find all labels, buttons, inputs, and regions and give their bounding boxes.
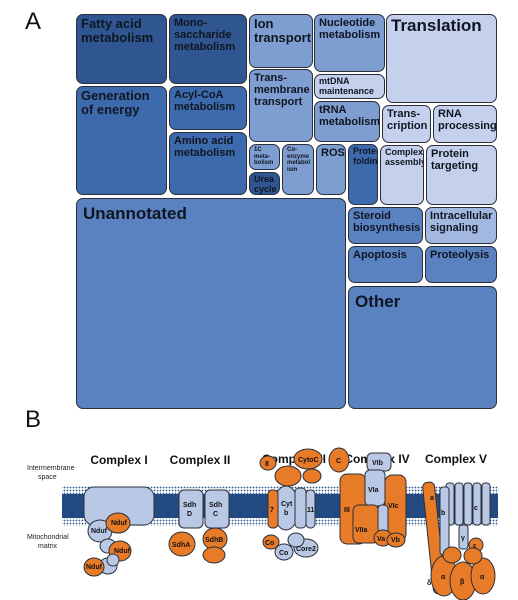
complex-iii <box>259 448 323 561</box>
cell-apoptosis: Apoptosis <box>348 246 423 283</box>
label-c5-alpha-2: α <box>480 574 485 581</box>
label-c5-alpha-1: α <box>441 574 446 581</box>
label-c4-va: Va <box>377 536 385 543</box>
cell-1c-metabolism: 1C meta-bolism <box>249 144 280 170</box>
intermembrane-label-line2: space <box>38 474 57 481</box>
label-c3-co-1: Co <box>265 540 274 547</box>
label-c4-vic: VIc <box>388 503 399 510</box>
complex-i-title: Complex I <box>90 453 147 467</box>
label-c3-11: 11 <box>307 507 315 514</box>
cell-monosaccharide-metabolism: Mono-saccharide metabolism <box>169 14 247 84</box>
label-c5-a: a <box>430 495 434 502</box>
label-c4-c: C <box>336 458 341 465</box>
cell-steroid-biosynthesis: Steroid biosynthesis <box>348 207 423 244</box>
label-c3-7: 7 <box>270 507 274 514</box>
label-c5-epsilon: ε <box>473 543 477 550</box>
label-c4-iii: III <box>344 507 350 514</box>
complex-v-title: Complex V <box>425 452 487 466</box>
cell-ros: ROS <box>316 144 346 195</box>
label-c3-b: b <box>284 510 288 517</box>
cell-protein-folding: Protein folding <box>348 144 378 205</box>
panel-b-letter: B <box>25 406 42 433</box>
cell-fatty-acid-metabolism: Fatty acid metabolism <box>76 14 167 84</box>
complex-i <box>83 486 155 577</box>
complex-ii <box>168 489 230 564</box>
intermembrane-label-line1: Intermembrane <box>27 465 75 472</box>
label-c1-nduf-2: Nduf <box>111 520 128 527</box>
cell-mtdna-maintenance: mtDNA maintenance <box>314 74 385 99</box>
cell-ion-transport: Ion transport <box>249 14 313 68</box>
cell-transmembrane-transport: Trans-membrane transport <box>249 69 313 142</box>
label-c1-nduf-1: Nduf <box>91 528 108 535</box>
cell-coenzyme-metabolism: Co-enzyme metabol ism <box>282 144 314 195</box>
cell-translation: Translation <box>386 14 497 103</box>
cell-generation-of-energy: Generation of energy <box>76 86 167 195</box>
label-c2-sdhd-letter: D <box>187 511 192 518</box>
label-c5-c: c <box>474 505 478 512</box>
label-c3-8: 8 <box>265 461 269 468</box>
cell-intracellular-signaling: Intracellular signaling <box>425 207 497 244</box>
label-c3-core2: Core2 <box>296 546 316 553</box>
complex-v <box>422 481 496 600</box>
cell-other: Other <box>348 286 497 409</box>
label-c2-sdha: SdhA <box>172 542 190 549</box>
label-c4-vb: Vb <box>391 537 400 544</box>
complex-iv <box>328 447 407 548</box>
label-c5-delta: δ <box>427 580 431 587</box>
cell-proteolysis: Proteolysis <box>425 246 497 283</box>
label-c4-via: VIa <box>368 487 379 494</box>
label-c3-cyt: Cyt <box>281 501 293 508</box>
label-c3-cytoc: CytoC <box>298 457 319 464</box>
label-c1-nduf-3: Nduf <box>114 548 131 555</box>
label-c4-vib: VIb <box>372 460 383 467</box>
cell-transcription: Trans-cription <box>382 105 431 143</box>
cell-nucleotide-metabolism: Nucleotide metabolism <box>314 14 385 72</box>
label-c1-nduf-4: Nduf <box>86 564 103 571</box>
cell-complex-assembly: Complex assembly <box>380 145 424 205</box>
cell-rna-processing: RNA processing <box>433 105 497 143</box>
label-c2-sdhd: Sdh <box>183 502 196 509</box>
label-c5-gamma: γ <box>461 535 465 542</box>
cell-amino-acid-metabolism: Amino acid metabolism <box>169 132 247 195</box>
label-c3-co-2: Co <box>279 550 288 557</box>
label-c2-sdhc: Sdh <box>209 502 222 509</box>
label-c2-sdhc-letter: C <box>213 511 218 518</box>
label-c5-b: b <box>441 510 445 517</box>
cell-acyl-coa-metabolism: Acyl-CoA metabolism <box>169 86 247 130</box>
complex-ii-title: Complex II <box>170 453 231 467</box>
label-c2-sdhb: SdhB <box>205 537 223 544</box>
cell-protein-targeting: Protein targeting <box>426 145 497 205</box>
cell-unannotated: Unannotated <box>76 198 346 409</box>
matrix-label-line1: Mitochondrial <box>27 534 69 541</box>
cell-urea-cycle: Urea cycle <box>249 172 280 195</box>
panel-a-letter: A <box>25 8 42 35</box>
label-c5-beta: β <box>460 579 465 586</box>
label-c4-viia: VIIa <box>355 527 368 534</box>
matrix-label-line2: matrix <box>38 543 58 550</box>
cell-trna-metabolism: tRNA metabolism <box>314 101 380 142</box>
